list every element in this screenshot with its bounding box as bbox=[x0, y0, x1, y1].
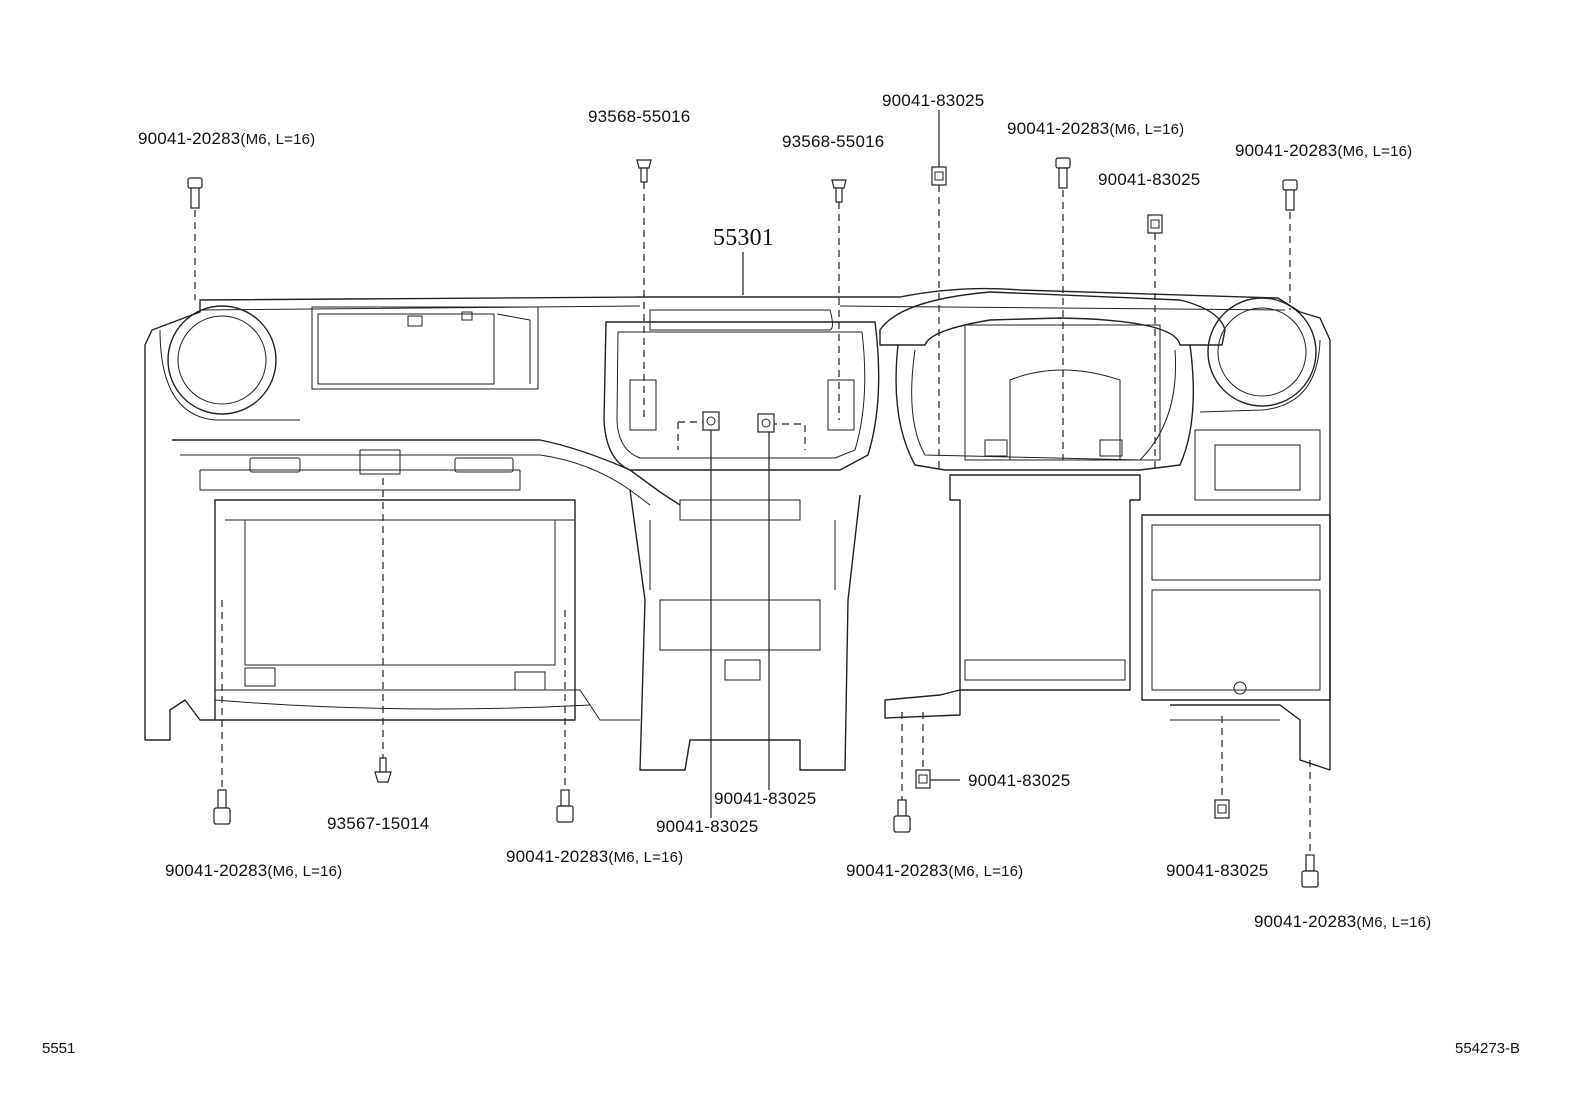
label-bolt-top-left: 90041-20283(M6, L=16) bbox=[138, 130, 315, 147]
nut-icon bbox=[1147, 214, 1163, 234]
bolt-icon bbox=[213, 789, 231, 825]
main-part-number: 55301 bbox=[713, 225, 774, 251]
part-spec: (M6, L=16) bbox=[267, 863, 343, 880]
part-number: 90041-20283 bbox=[846, 861, 949, 880]
part-spec: (M6, L=16) bbox=[1337, 143, 1413, 160]
label-bolt-bottom-right: 90041-20283(M6, L=16) bbox=[1254, 913, 1431, 930]
part-spec: (M6, L=16) bbox=[948, 863, 1024, 880]
part-number: 90041-20283 bbox=[138, 129, 241, 148]
bolt-icon bbox=[1055, 157, 1071, 189]
label-clip-top-center-2: 93568-55016 bbox=[782, 132, 885, 151]
part-number: 90041-20283 bbox=[165, 861, 268, 880]
nut-icon bbox=[1214, 799, 1230, 819]
label-clip-top-center-1: 93568-55016 bbox=[588, 107, 691, 126]
part-spec: (M6, L=16) bbox=[608, 849, 684, 866]
bolt-icon bbox=[1282, 179, 1298, 211]
bolt-icon bbox=[893, 799, 911, 833]
bolt-icon bbox=[556, 789, 574, 823]
footer-diagram-id: 554273-B bbox=[1455, 1040, 1521, 1057]
label-nut-top-right: 90041-83025 bbox=[1098, 170, 1201, 189]
instrument-panel-outline bbox=[144, 287, 1331, 771]
part-number: 90041-20283 bbox=[1254, 912, 1357, 931]
label-bolt-top-center-right: 90041-20283(M6, L=16) bbox=[1007, 120, 1184, 137]
clip-icon bbox=[831, 179, 847, 203]
part-number: 90041-20283 bbox=[1007, 119, 1110, 138]
part-spec: (M6, L=16) bbox=[240, 131, 316, 148]
top-fasteners bbox=[187, 110, 1298, 818]
part-spec: (M6, L=16) bbox=[1109, 121, 1185, 138]
part-spec: (M6, L=16) bbox=[1356, 914, 1432, 931]
label-bolt-bottom-left-center: 90041-20283(M6, L=16) bbox=[506, 848, 683, 865]
label-nut-bottom-center-2: 90041-83025 bbox=[714, 789, 817, 808]
label-nut-bottom-center-1: 90041-83025 bbox=[656, 817, 759, 836]
nut-icon bbox=[931, 166, 947, 186]
label-nut-bottom-center-right: 90041-83025 bbox=[968, 771, 1071, 790]
part-number: 90041-20283 bbox=[506, 847, 609, 866]
clip-icon bbox=[636, 159, 652, 183]
clip-icon bbox=[374, 757, 392, 783]
label-bolt-bottom-center-right: 90041-20283(M6, L=16) bbox=[846, 862, 1023, 879]
label-nut-bottom-right: 90041-83025 bbox=[1166, 861, 1269, 880]
label-nut-top: 90041-83025 bbox=[882, 91, 985, 110]
part-number: 90041-20283 bbox=[1235, 141, 1338, 160]
footer-page-code: 5551 bbox=[42, 1040, 76, 1057]
nut-icon bbox=[757, 413, 775, 433]
bolt-icon bbox=[1301, 854, 1319, 888]
bottom-fasteners bbox=[213, 478, 1319, 888]
bolt-icon bbox=[187, 177, 203, 209]
label-bolt-bottom-left: 90041-20283(M6, L=16) bbox=[165, 862, 342, 879]
nut-icon bbox=[702, 411, 720, 431]
nut-icon bbox=[915, 769, 931, 789]
label-clip-bottom-left: 93567-15014 bbox=[327, 814, 430, 833]
label-bolt-top-right: 90041-20283(M6, L=16) bbox=[1235, 142, 1412, 159]
